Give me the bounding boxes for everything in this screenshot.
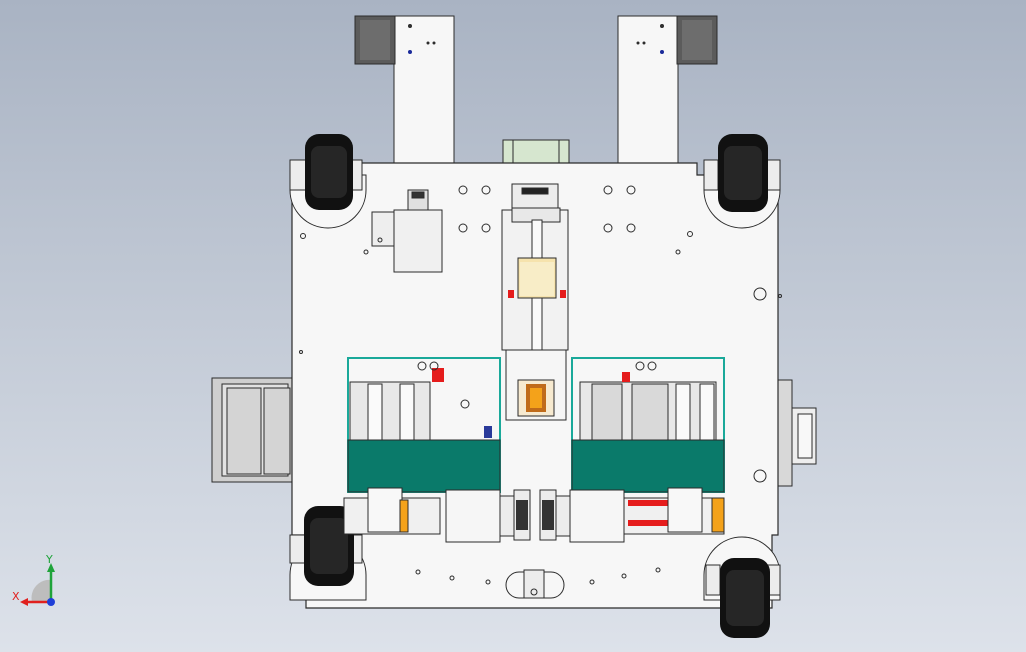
connector-block [502,139,570,166]
right-teal-enclosure [571,357,725,493]
triad-x-label: X [12,590,20,603]
left-teal-enclosure [347,357,501,493]
bottom-drive-train [343,487,725,543]
front-arm-right [617,15,718,167]
triad-y-arrow [47,563,55,572]
triad-y-label: Y [45,553,53,566]
mounting-holes [299,185,782,585]
front-arm-left [354,15,455,167]
wheel-rear-right [705,558,781,638]
wheel-front-left [289,134,363,210]
central-linear-mechanism [501,183,569,421]
left-side-module [211,377,295,483]
top-left-motor-bracket [371,189,443,273]
wheel-front-right [703,134,781,212]
triad-x-arrow [20,598,28,606]
rear-handle-cutout [505,569,565,599]
right-side-module [777,379,817,487]
coordinate-triad: X Y [12,553,55,606]
triad-z-origin [47,598,55,606]
wheel-rear-left [289,506,363,586]
